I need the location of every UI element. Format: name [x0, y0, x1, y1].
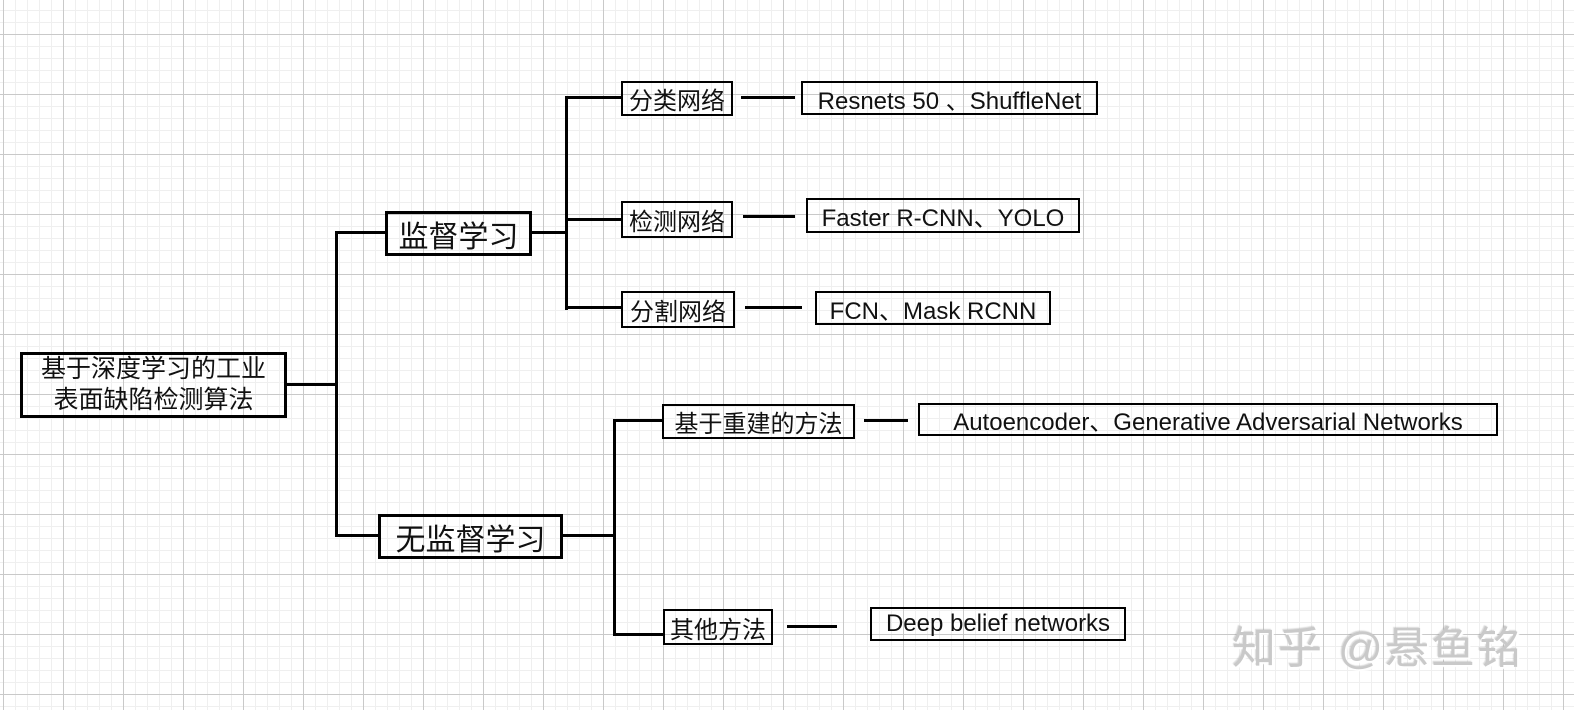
connector-to-supervised: [338, 231, 385, 234]
connector-to-reconstruction: [616, 419, 662, 422]
node-segmentation-network: 分割网络: [621, 291, 735, 328]
connector-reconstruction-detail: [864, 419, 908, 422]
connector-detection-detail: [743, 215, 795, 218]
node-other-methods: 其他方法: [663, 609, 773, 645]
node-other-methods-examples: Deep belief networks: [870, 607, 1126, 641]
node-supervised-learning: 监督学习: [385, 211, 532, 256]
node-reconstruction-methods: 基于重建的方法: [662, 404, 855, 439]
connector-supervised-out: [532, 231, 567, 234]
node-root: 基于深度学习的工业 表面缺陷检测算法: [20, 352, 287, 418]
connector-segmentation-detail: [745, 306, 802, 309]
node-unsupervised-learning: 无监督学习: [378, 514, 563, 559]
connector-other-methods-detail: [787, 625, 837, 628]
connector-trunk3-vertical: [613, 419, 616, 636]
node-detection-examples: Faster R-CNN、YOLO: [806, 198, 1080, 233]
zhihu-watermark: 知乎 @悬鱼铭: [1232, 624, 1523, 673]
node-segmentation-examples: FCN、Mask RCNN: [815, 291, 1051, 325]
connector-to-unsupervised: [338, 534, 380, 537]
connector-to-detection: [568, 218, 621, 221]
connector-trunk1-vertical: [335, 231, 338, 537]
connector-to-other-methods: [616, 633, 663, 636]
connector-classification-detail: [741, 96, 795, 99]
connector-to-segmentation: [568, 306, 621, 309]
connector-trunk2-vertical: [565, 96, 568, 310]
connector-to-classification: [568, 96, 621, 99]
connector-root-trunk: [287, 383, 337, 386]
node-classification-examples: Resnets 50 、ShuffleNet: [801, 81, 1098, 115]
node-classification-network: 分类网络: [621, 81, 733, 116]
node-reconstruction-examples: Autoencoder、Generative Adversarial Netwo…: [918, 403, 1498, 436]
node-detection-network: 检测网络: [621, 201, 733, 238]
connector-unsupervised-out: [563, 534, 616, 537]
